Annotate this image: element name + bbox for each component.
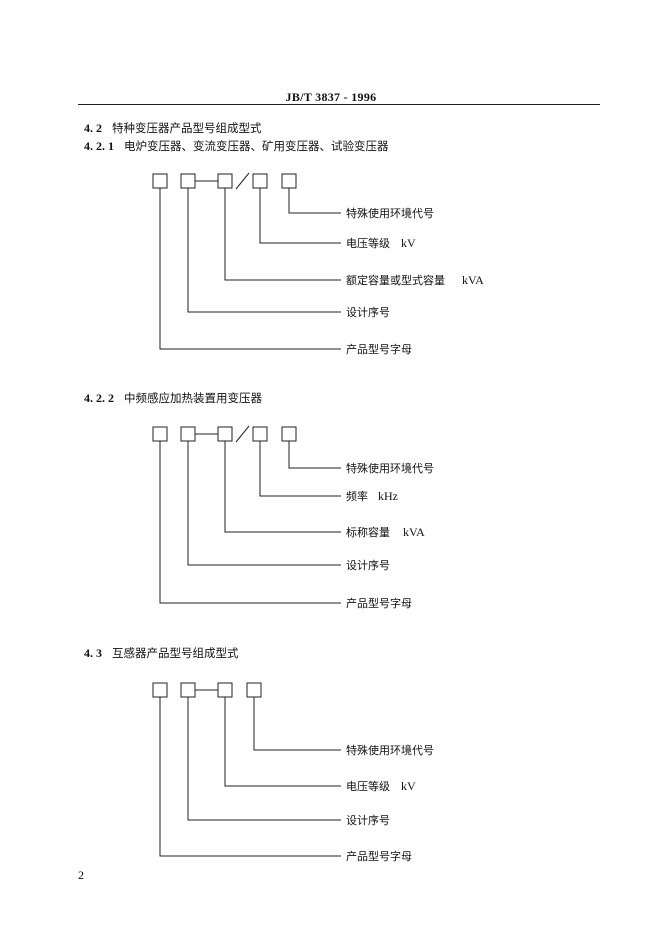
header-rule xyxy=(78,104,600,105)
code-box xyxy=(180,173,196,189)
code-box xyxy=(217,426,233,442)
label-product-letters: 产品型号字母 xyxy=(346,342,412,356)
code-box xyxy=(281,426,297,442)
section-title: 电炉变压器、变流变压器、矿用变压器、试验变压器 xyxy=(124,139,389,153)
standard-header: JB/T 3837 - 1996 xyxy=(285,90,377,104)
label-voltage-class: 电压等级 xyxy=(346,236,390,250)
code-slash xyxy=(235,425,250,443)
label-special-environment: 特殊使用环境代号 xyxy=(346,206,434,220)
label-special-environment: 特殊使用环境代号 xyxy=(346,743,434,757)
unit-kv: kV xyxy=(401,236,416,250)
unit-kva: kVA xyxy=(462,273,484,287)
section-number: 4. 3 xyxy=(84,646,102,660)
section-title: 中频感应加热装置用变压器 xyxy=(124,391,262,405)
code-box xyxy=(252,173,268,189)
code-slash xyxy=(235,172,250,190)
label-special-environment: 特殊使用环境代号 xyxy=(346,461,434,475)
section-title: 互感器产品型号组成型式 xyxy=(112,646,239,660)
code-box xyxy=(180,682,196,698)
label-voltage-class: 电压等级 xyxy=(346,779,390,793)
section-number: 4. 2. 1 xyxy=(84,139,114,153)
section-4-3: 4. 3 互感器产品型号组成型式 xyxy=(84,645,239,661)
code-box xyxy=(246,682,262,698)
label-product-letters: 产品型号字母 xyxy=(346,596,412,610)
label-product-letters: 产品型号字母 xyxy=(346,849,412,863)
code-box xyxy=(252,426,268,442)
unit-khz: kHz xyxy=(378,489,398,503)
code-box xyxy=(217,682,233,698)
code-box xyxy=(180,426,196,442)
code-box xyxy=(217,173,233,189)
unit-kva: kVA xyxy=(403,525,425,539)
diagram-2-boxes xyxy=(152,425,297,443)
label-design-serial: 设计序号 xyxy=(346,813,390,827)
diagram-1-leaders xyxy=(159,188,341,350)
section-number: 4. 2 xyxy=(84,121,102,135)
label-design-serial: 设计序号 xyxy=(346,558,390,572)
diagram-2-leaders xyxy=(159,441,341,604)
section-4-2: 4. 2 特种变压器产品型号组成型式 xyxy=(84,120,262,136)
diagram-1-boxes xyxy=(152,172,297,190)
section-4-2-1: 4. 2. 1 电炉变压器、变流变压器、矿用变压器、试验变压器 xyxy=(84,138,389,154)
code-box xyxy=(152,426,168,442)
diagram-3-leaders xyxy=(159,697,341,857)
label-nominal-capacity: 标称容量 xyxy=(346,525,390,539)
section-title: 特种变压器产品型号组成型式 xyxy=(112,121,262,135)
unit-kv: kV xyxy=(401,779,416,793)
code-box xyxy=(152,173,168,189)
page-number: 2 xyxy=(78,868,84,882)
section-number: 4. 2. 2 xyxy=(84,391,114,405)
label-frequency: 频率 xyxy=(346,489,368,503)
label-design-serial: 设计序号 xyxy=(346,305,390,319)
code-box xyxy=(281,173,297,189)
section-4-2-2: 4. 2. 2 中频感应加热装置用变压器 xyxy=(84,390,262,406)
code-box xyxy=(152,682,168,698)
diagram-3-boxes xyxy=(152,682,262,698)
label-rated-capacity: 额定容量或型式容量 xyxy=(346,273,445,287)
